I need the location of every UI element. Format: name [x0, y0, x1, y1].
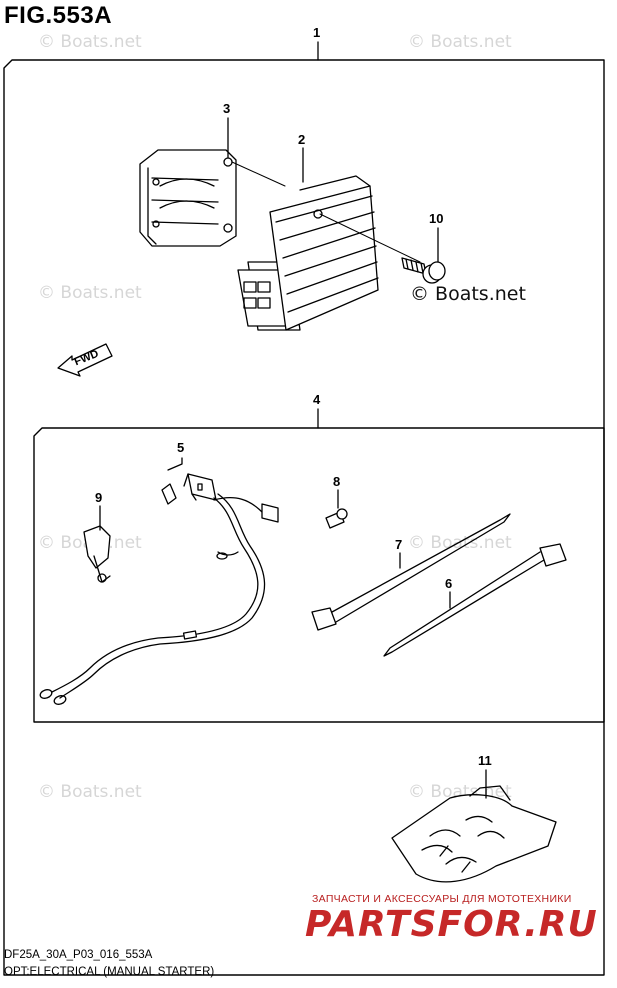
watermark: © Boats.net [38, 782, 142, 802]
callout-8: 8 [333, 474, 341, 489]
callout-10: 10 [429, 211, 444, 226]
callout-5: 5 [177, 440, 185, 455]
cable-tie-6 [383, 543, 567, 657]
small-bolt [325, 508, 348, 529]
leader-3-to-rectifier [231, 161, 286, 187]
callout-2: 2 [298, 132, 306, 147]
callout-4: 4 [313, 392, 321, 407]
bracket-plate [139, 149, 237, 247]
figure-caption: OPT:ELECTRICAL (MANUAL STARTER) [4, 966, 215, 978]
callout-7: 7 [395, 537, 403, 552]
leader-2-to-bolt [319, 213, 421, 263]
outer-frame [3, 59, 605, 976]
terminal-cover [83, 525, 111, 583]
watermark: © Boats.net [38, 32, 142, 52]
callout-1: 1 [313, 25, 321, 40]
watermark: © Boats.net [408, 533, 512, 553]
watermark: © Boats.net [408, 32, 512, 52]
regulator-rectifier [237, 175, 379, 331]
callout-11: 11 [478, 753, 492, 768]
fwd-arrow-icon [57, 343, 113, 377]
inner-frame [33, 427, 605, 723]
watermark: © Boats.net [38, 283, 142, 303]
stamp-subtitle: ЗАПЧАСТИ И АКСЕССУАРЫ ДЛЯ МОТОТЕХНИКИ [312, 893, 572, 905]
callout-6: 6 [445, 576, 453, 591]
cable-tie-7 [311, 513, 511, 631]
callout-9: 9 [95, 490, 103, 505]
figure-code: DF25A_30A_P03_016_553A [4, 949, 153, 961]
figure-title: FIG.553A [4, 2, 113, 29]
plastic-bag [391, 785, 557, 883]
bolt-item-10 [401, 257, 446, 284]
wire-harness [51, 497, 259, 693]
watermark-dark: © Boats.net [410, 283, 526, 305]
fuse-holder [161, 473, 217, 505]
stamp-logo: PARTSFOR.RU [305, 904, 598, 945]
leader-5 [167, 457, 183, 471]
callout-3: 3 [223, 101, 231, 116]
